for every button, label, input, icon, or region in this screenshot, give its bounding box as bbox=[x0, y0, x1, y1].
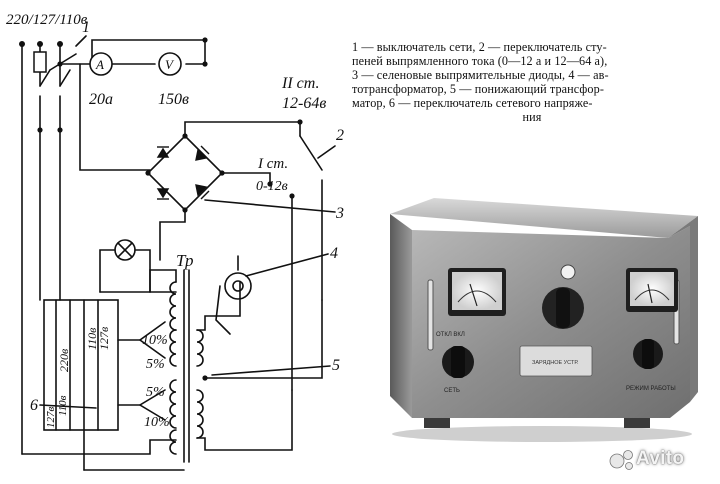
voltmeter-symbol-ring bbox=[158, 52, 182, 76]
selector-127v-lower: 127в bbox=[45, 407, 57, 429]
case-right-edge bbox=[668, 216, 698, 402]
device-photo: ОТКЛ ВКЛ СЕТЬ ЗАРЯДНОЕ УСТР. РЕЖИМ РАБОТ… bbox=[390, 198, 698, 442]
mode-switch-grip bbox=[642, 339, 654, 369]
selector-127v: 127в bbox=[97, 327, 111, 350]
caption-line: ния bbox=[522, 110, 542, 124]
ammeter-symbol-ring bbox=[89, 52, 113, 76]
ammeter-needle bbox=[469, 283, 478, 307]
callout-1: 1 bbox=[82, 19, 90, 36]
caption-line: матор, 6 — переключатель сетевого напряж… bbox=[352, 96, 593, 110]
main-knob-grip bbox=[556, 288, 570, 328]
tap-10-lower: 10% bbox=[144, 415, 170, 430]
voltmeter-label: V bbox=[165, 57, 175, 72]
circuit-schematic: 220/127/110в A 20а V 150в II ст. 12-64в … bbox=[6, 12, 344, 471]
case-side bbox=[390, 214, 412, 418]
avito-logo-icon bbox=[609, 450, 633, 470]
ammeter-label: A bbox=[95, 57, 104, 72]
stage2-range: 12-64в bbox=[282, 95, 326, 112]
front-foot-left bbox=[424, 418, 450, 428]
front-foot-right bbox=[624, 418, 650, 428]
floor-shadow bbox=[392, 426, 692, 442]
tap-5-upper: 5% bbox=[146, 357, 165, 372]
caption-line: 1 — выключатель сети, 2 — переключатель … bbox=[352, 40, 607, 54]
power-switch-grip bbox=[451, 346, 465, 378]
left-handle bbox=[427, 279, 434, 351]
stage1-range: 0-12в bbox=[256, 179, 288, 194]
callout-5: 5 bbox=[332, 357, 340, 374]
network-label: СЕТЬ bbox=[444, 388, 460, 394]
selector-110v: 110в bbox=[85, 328, 99, 350]
nameplate bbox=[519, 345, 593, 377]
ammeter-range: 20а bbox=[89, 91, 113, 108]
stage2-label: II ст. bbox=[281, 75, 320, 92]
callout-4: 4 bbox=[330, 245, 338, 262]
figure-caption: 1 — выключатель сети, 2 — переключатель … bbox=[352, 40, 712, 124]
callout-3: 3 bbox=[335, 205, 344, 222]
callout-6: 6 bbox=[30, 397, 38, 414]
caption-line: пеней выпрямленного тока (0—12 а и 12—64… bbox=[352, 54, 608, 68]
voltmeter-needle bbox=[647, 283, 653, 304]
selector-110v-lower: 110в bbox=[57, 395, 69, 416]
case-top bbox=[390, 198, 698, 238]
voltmeter-range: 150в bbox=[158, 91, 189, 108]
tap-5-lower: 5% bbox=[146, 385, 165, 400]
selector-220v: 220в bbox=[57, 349, 71, 372]
caption-line: тотрансформатор, 5 — понижающий трансфор… bbox=[352, 82, 604, 96]
transformer-label: Тр bbox=[176, 251, 194, 270]
input-voltage-label: 220/127/110в bbox=[6, 12, 88, 28]
tap-10-upper: 10% bbox=[142, 333, 168, 348]
callout-2: 2 bbox=[336, 127, 344, 144]
right-panel-label: РЕЖИМ РАБОТЫ bbox=[626, 386, 676, 392]
nameplate-text: ЗАРЯДНОЕ УСТР. bbox=[532, 360, 579, 366]
left-panel-label: ОТКЛ ВКЛ bbox=[436, 332, 465, 338]
indicator-lamp bbox=[560, 264, 576, 280]
stage1-label: I ст. bbox=[257, 156, 288, 172]
avito-watermark: Avito bbox=[636, 448, 685, 469]
caption-line: 3 — селеновые выпрямительные диоды, 4 — … bbox=[352, 68, 609, 82]
